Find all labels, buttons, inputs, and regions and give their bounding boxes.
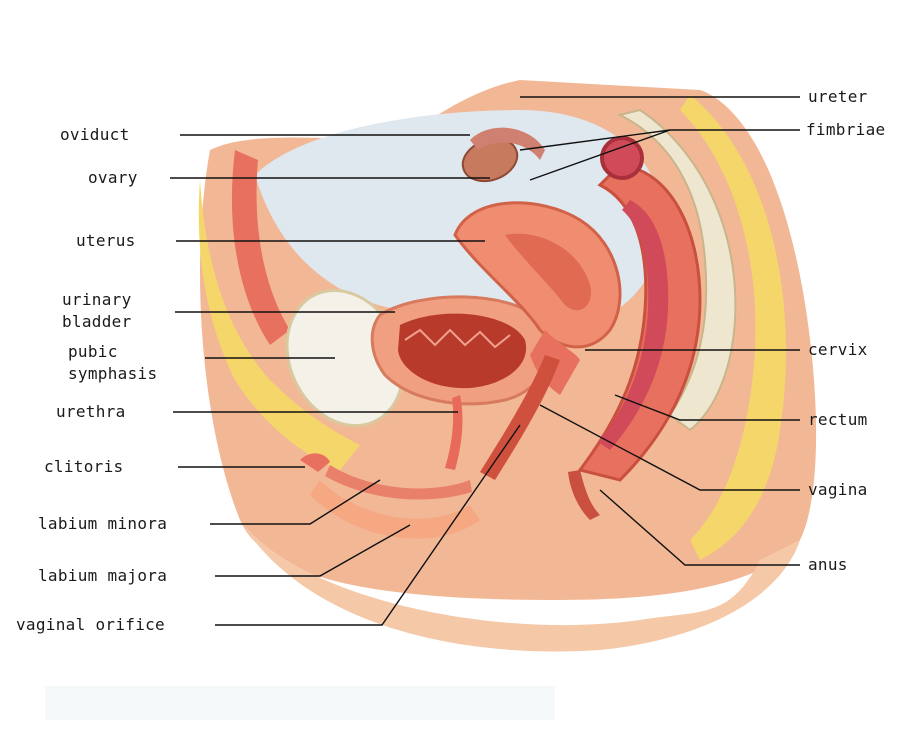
label-urinary-bladder: urinary bladder xyxy=(62,289,132,333)
colon-section xyxy=(602,138,642,178)
label-labium-minora: labium minora xyxy=(38,513,167,535)
label-anus: anus xyxy=(808,554,848,576)
label-ureter: ureter xyxy=(808,86,868,108)
label-urethra: urethra xyxy=(56,401,126,423)
label-vagina: vagina xyxy=(808,479,868,501)
label-clitoris: clitoris xyxy=(44,456,123,478)
label-uterus: uterus xyxy=(76,230,136,252)
label-fimbriae: fimbriae xyxy=(806,119,885,141)
label-pubic-symphasis: pubic symphasis xyxy=(68,341,157,385)
label-labium-majora: labium majora xyxy=(38,565,167,587)
label-ovary: ovary xyxy=(88,167,138,189)
label-cervix: cervix xyxy=(808,339,868,361)
label-rectum: rectum xyxy=(808,409,868,431)
label-vaginal-orifice: vaginal orifice xyxy=(16,614,165,636)
label-oviduct: oviduct xyxy=(60,124,130,146)
faded-caption-band xyxy=(45,686,555,720)
